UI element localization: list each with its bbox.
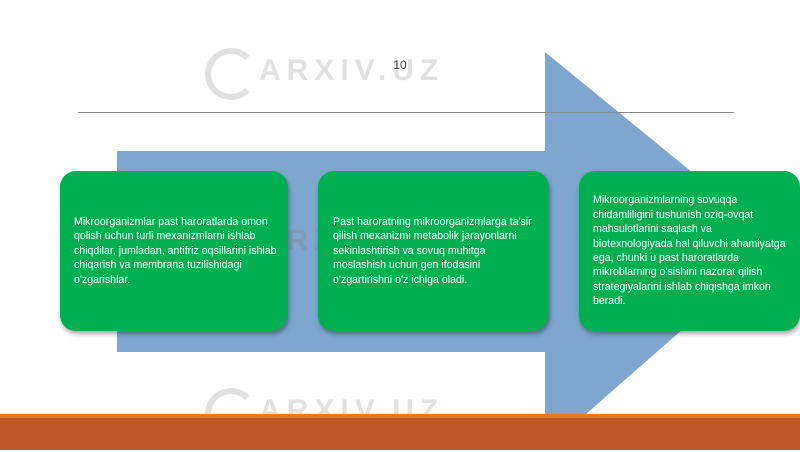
step-box-text: Past haroratning mikroorganizmlarga ta's… — [333, 215, 532, 286]
step-box-3: Mikroorganizmlarning sovuqqa chidamlilig… — [579, 171, 800, 331]
watermark-top: ARXIV.UZ — [205, 42, 438, 112]
step-box-1: Mikroorganizmlar past haroratlarda omon … — [60, 171, 288, 331]
footer-band — [0, 414, 800, 450]
header-divider — [78, 112, 734, 113]
step-box-2: Past haroratning mikroorganizmlarga ta's… — [318, 171, 549, 331]
footer-band-highlight — [0, 414, 800, 418]
watermark-text: ARXIV.UZ — [259, 54, 445, 87]
page-number: 10 — [393, 58, 407, 72]
watermark-logo-icon — [205, 48, 257, 100]
step-box-text: Mikroorganizmlar past haroratlarda omon … — [74, 215, 277, 286]
step-box-text: Mikroorganizmlarning sovuqqa chidamlilig… — [593, 194, 786, 308]
